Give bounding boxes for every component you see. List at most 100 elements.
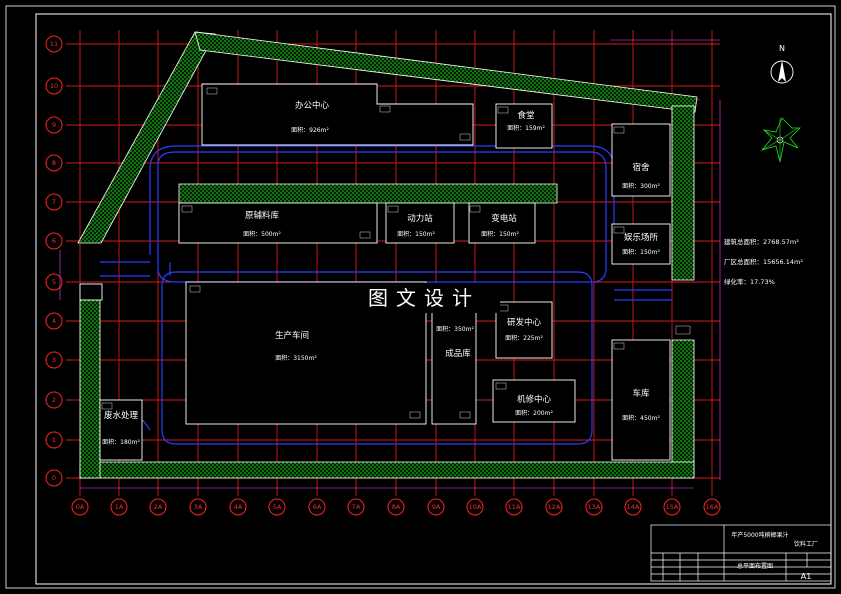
building-area-stat: 建筑总面积：2768.57m² <box>724 237 799 246</box>
building-name: 宿舍 <box>632 162 650 173</box>
column-label: 2A <box>154 503 163 511</box>
building-name: 机修中心 <box>517 394 552 405</box>
column-bubble: 10A <box>466 498 484 516</box>
green-belts <box>77 31 698 479</box>
building-area: 面积：150m² <box>481 230 519 238</box>
row-label: 11 <box>50 40 58 48</box>
site-statistics: 建筑总面积：2768.57m² 厂区总面积：15656.14m² 绿化率：17.… <box>724 237 803 286</box>
row-label: 0 <box>52 474 56 482</box>
annotation-tags <box>101 87 691 419</box>
building-name: 原辅料库 <box>245 210 280 221</box>
building-area: 面积：350m² <box>436 325 474 333</box>
title-sheet-size: A1 <box>801 572 812 581</box>
column-label: 10A <box>469 503 482 511</box>
title-block: 年产5000吨槟榔果汁 饮料工厂 总平面布置图 A1 <box>650 524 832 582</box>
column-label: 0A <box>76 503 85 511</box>
building-rd-center <box>495 301 553 359</box>
row-bubble: 4 <box>45 312 63 330</box>
title-project-line2: 饮料工厂 <box>794 540 818 548</box>
green-belt-west <box>79 299 101 479</box>
row-bubble: 2 <box>45 391 63 409</box>
building-area: 面积：500m² <box>243 230 281 238</box>
column-label: 15A <box>666 503 679 511</box>
column-bubble: 15A <box>663 498 681 516</box>
building-name: 研发中心 <box>507 317 542 328</box>
column-bubble: 0A <box>71 498 89 516</box>
watermark: 图文设计 <box>340 283 500 313</box>
column-bubble: 4A <box>229 498 247 516</box>
column-label: 16A <box>706 503 719 511</box>
column-bubble: 8A <box>387 498 405 516</box>
building-dorm <box>611 123 671 197</box>
building-name: 娱乐场所 <box>624 232 659 243</box>
column-label: 8A <box>392 503 401 511</box>
building-name: 废水处理 <box>104 410 139 421</box>
green-rate-stat: 绿化率：17.73% <box>724 277 775 286</box>
column-label: 13A <box>588 503 601 511</box>
row-label: 7 <box>52 198 56 206</box>
building-area: 面积：180m² <box>102 438 140 446</box>
row-label: 5 <box>52 278 56 286</box>
inner-frame <box>35 13 832 585</box>
building-repair-center <box>492 379 576 423</box>
column-bubble: 3A <box>189 498 207 516</box>
gate-house <box>79 283 103 301</box>
column-bubble: 12A <box>545 498 563 516</box>
green-belt-north <box>194 31 698 113</box>
column-label: 6A <box>313 503 322 511</box>
building-name: 车库 <box>632 388 650 399</box>
row-bubble: 7 <box>45 193 63 211</box>
column-label: 12A <box>548 503 561 511</box>
column-bubble: 13A <box>585 498 603 516</box>
row-bubble: 5 <box>45 273 63 291</box>
row-label: 1 <box>52 436 56 444</box>
column-label: 11A <box>508 503 521 511</box>
column-bubble: 14A <box>624 498 642 516</box>
building-name: 办公中心 <box>295 100 330 111</box>
row-bubble: 6 <box>45 232 63 250</box>
row-label: 8 <box>52 159 56 167</box>
column-label: 4A <box>234 503 243 511</box>
column-bubble: 5A <box>268 498 286 516</box>
building-raw-materials <box>178 202 378 244</box>
column-bubble: 1A <box>110 498 128 516</box>
column-bubble: 9A <box>427 498 445 516</box>
title-project: 年产5000吨槟榔果汁 <box>731 531 788 539</box>
building-area: 面积：200m² <box>515 409 553 417</box>
row-axis-labels: 11 10 9 8 7 6 5 4 3 2 1 0 <box>45 35 63 487</box>
north-label: N <box>779 44 785 53</box>
building-area: 面积：450m² <box>622 414 660 422</box>
green-belt-east-lower <box>671 339 695 479</box>
watermark-text: 图文设计 <box>368 286 480 310</box>
building-name: 食堂 <box>517 110 534 121</box>
green-belt-northwest <box>77 31 216 244</box>
column-axis-labels: 0A 1A 2A 3A 4A 5A 6A 7A 8A 9A 10A 11A 12… <box>71 498 721 516</box>
column-label: 1A <box>115 503 124 511</box>
column-bubble: 16A <box>703 498 721 516</box>
column-bubble: 11A <box>505 498 523 516</box>
column-label: 7A <box>352 503 361 511</box>
building-waste-water <box>99 399 143 461</box>
building-area: 面积：926m² <box>291 126 329 134</box>
building-office <box>201 83 474 146</box>
building-area: 面积：3150m² <box>275 354 317 362</box>
row-bubble: 0 <box>45 469 63 487</box>
building-area: 面积：150m² <box>397 230 435 238</box>
green-belt-east <box>671 105 695 281</box>
wind-rose-icon <box>760 117 801 163</box>
building-name: 成品库 <box>445 348 471 359</box>
column-bubble: 6A <box>308 498 326 516</box>
green-belt-middle <box>178 183 558 204</box>
column-bubble: 7A <box>347 498 365 516</box>
row-bubble: 9 <box>45 116 63 134</box>
north-arrow: N <box>770 44 794 84</box>
outer-frame <box>5 5 836 589</box>
row-bubble: 10 <box>45 77 63 95</box>
title-drawing-name: 总平面布置图 <box>737 562 773 570</box>
north-arrow-icon <box>778 60 786 82</box>
row-label: 2 <box>52 396 56 404</box>
plant-area-stat: 厂区总面积：15656.14m² <box>724 257 803 266</box>
row-bubble: 1 <box>45 431 63 449</box>
building-name: 变电站 <box>491 213 517 224</box>
